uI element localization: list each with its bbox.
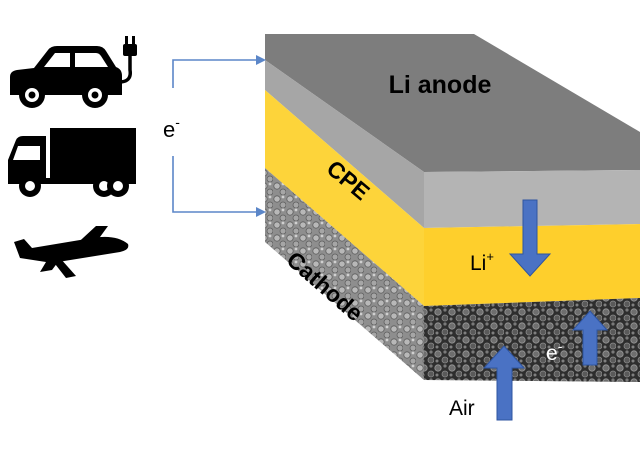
air-label: Air: [449, 397, 475, 420]
anode-side-face: [265, 60, 424, 228]
anode-top-face: [265, 34, 640, 172]
anode-label: Li anode: [389, 71, 492, 99]
cathode-front-face: [424, 298, 640, 382]
battery-stack: [265, 34, 640, 382]
electron-left-label: e-: [163, 114, 180, 142]
electric-car-icon: [10, 36, 137, 108]
electron-right-label: e-: [546, 338, 563, 365]
lithium-ion-label: Li+: [470, 249, 494, 275]
electrolyte-side-face: [265, 90, 424, 306]
air-arrow: [482, 345, 526, 421]
truck-icon: [8, 128, 136, 197]
cathode-side-face: [265, 168, 424, 380]
airplane-icon: [14, 226, 129, 278]
anode-front-face: [424, 170, 640, 228]
connector-arrowhead-top: [256, 55, 266, 65]
external-circuit: [172, 59, 262, 213]
lithium-ion-arrow: [508, 199, 552, 277]
connector-arrowhead-bottom: [256, 207, 266, 217]
electron-arrow: [571, 310, 609, 366]
